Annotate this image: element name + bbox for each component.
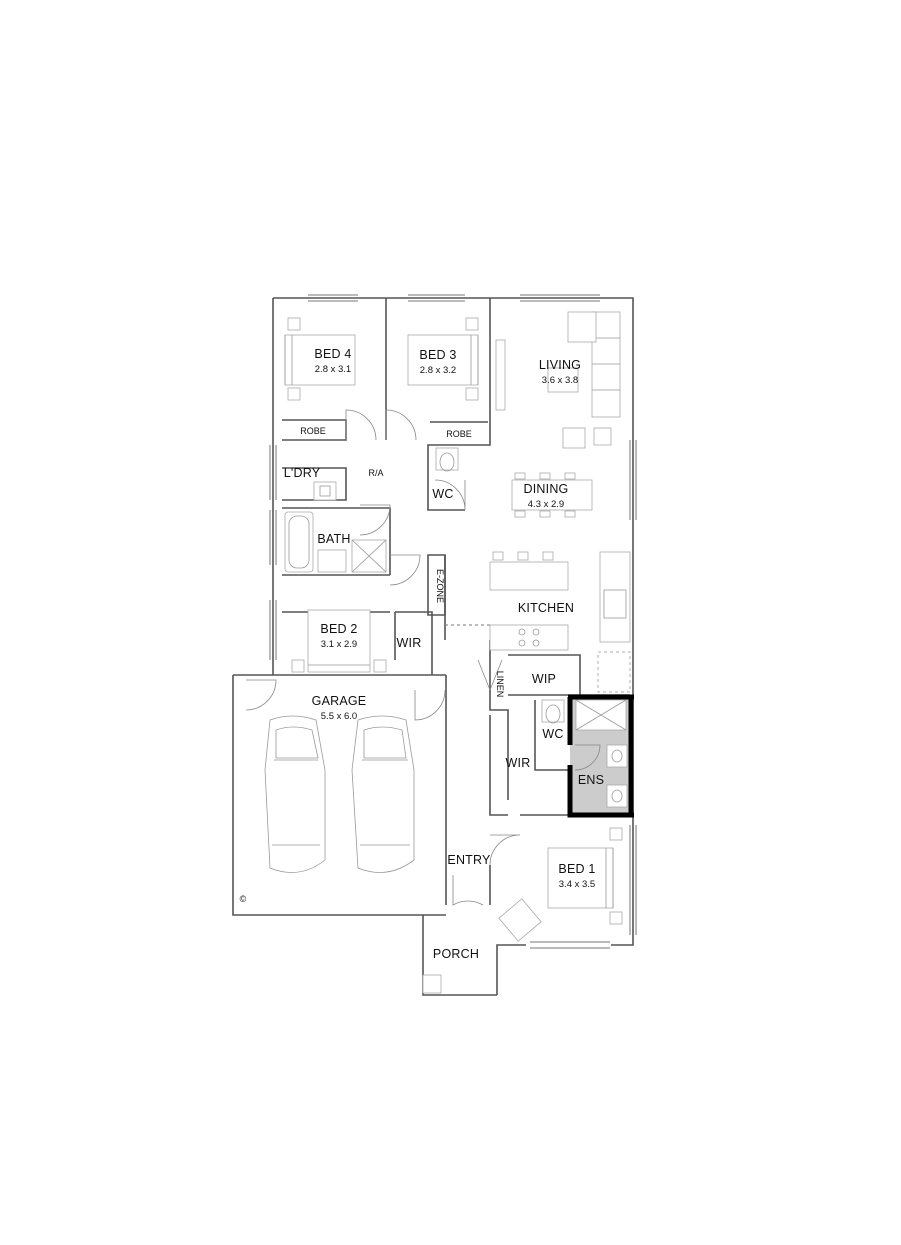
porch-label: PORCH: [433, 947, 479, 961]
ensuite-label: ENS: [578, 773, 604, 787]
wc-1-label: WC: [432, 487, 453, 501]
robe-2-label: ROBE: [446, 429, 472, 439]
ezone-label: E-ZONE: [435, 569, 445, 603]
furniture: [284, 311, 631, 994]
wir-1-label: WIR: [397, 636, 422, 650]
bed1-name: BED 1: [558, 862, 595, 876]
bed1-dims: 3.4 x 3.5: [559, 879, 595, 890]
doors: [245, 409, 601, 906]
bed2-dims: 3.1 x 2.9: [321, 639, 357, 650]
exterior-walls: [232, 294, 637, 996]
kitchen-label: KITCHEN: [518, 601, 574, 615]
copyright-symbol: ©: [240, 894, 247, 904]
linen-label: LINEN: [495, 671, 505, 698]
garage-dims: 5.5 x 6.0: [321, 711, 357, 722]
dining-dims: 4.3 x 2.9: [528, 499, 564, 510]
bed2-name: BED 2: [320, 622, 357, 636]
ensuite-block: [567, 694, 634, 818]
bath-label: BATH: [317, 532, 350, 546]
cars: [264, 715, 415, 873]
room-labels: BED 4 2.8 x 3.1 BED 3 2.8 x 3.2 LIVING 3…: [240, 347, 604, 961]
living-name: LIVING: [539, 358, 581, 372]
laundry-label: L'DRY: [284, 466, 321, 480]
bed3-dims: 2.8 x 3.2: [420, 365, 456, 376]
dining-name: DINING: [524, 482, 569, 496]
wip-label: WIP: [532, 672, 556, 686]
entry-label: ENTRY: [447, 853, 491, 867]
ra-label: R/A: [368, 468, 383, 478]
bed3-name: BED 3: [419, 348, 456, 362]
wc-2-label: WC: [542, 727, 563, 741]
garage-name: GARAGE: [312, 694, 367, 708]
bed4-name: BED 4: [314, 347, 351, 361]
robe-1-label: ROBE: [300, 426, 326, 436]
wir-2-label: WIR: [506, 756, 531, 770]
bed4-dims: 2.8 x 3.1: [315, 364, 351, 375]
living-dims: 3.6 x 3.8: [542, 375, 578, 386]
